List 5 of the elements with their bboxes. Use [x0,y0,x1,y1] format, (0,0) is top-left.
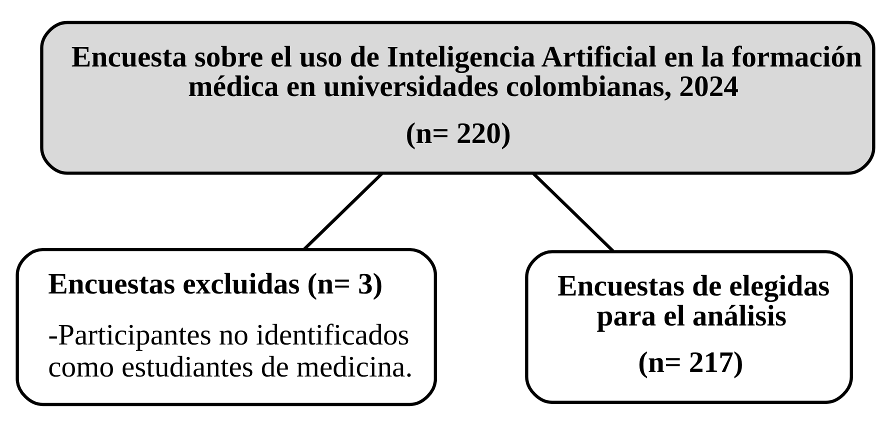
connector [532,172,614,252]
connector [302,172,384,250]
node-box: Encuestas excluidas (n= 3) -Participantes no identificados como estudiantes de medicina. [16,247,438,406]
node-box: Encuesta sobre el uso de Inteligencia Artificial en la formación médica en universidades colombianas, 2024 (n= 220) [40,20,876,174]
node-box: Encuestas de elegidas para el análisis (n= 217) [525,250,853,404]
